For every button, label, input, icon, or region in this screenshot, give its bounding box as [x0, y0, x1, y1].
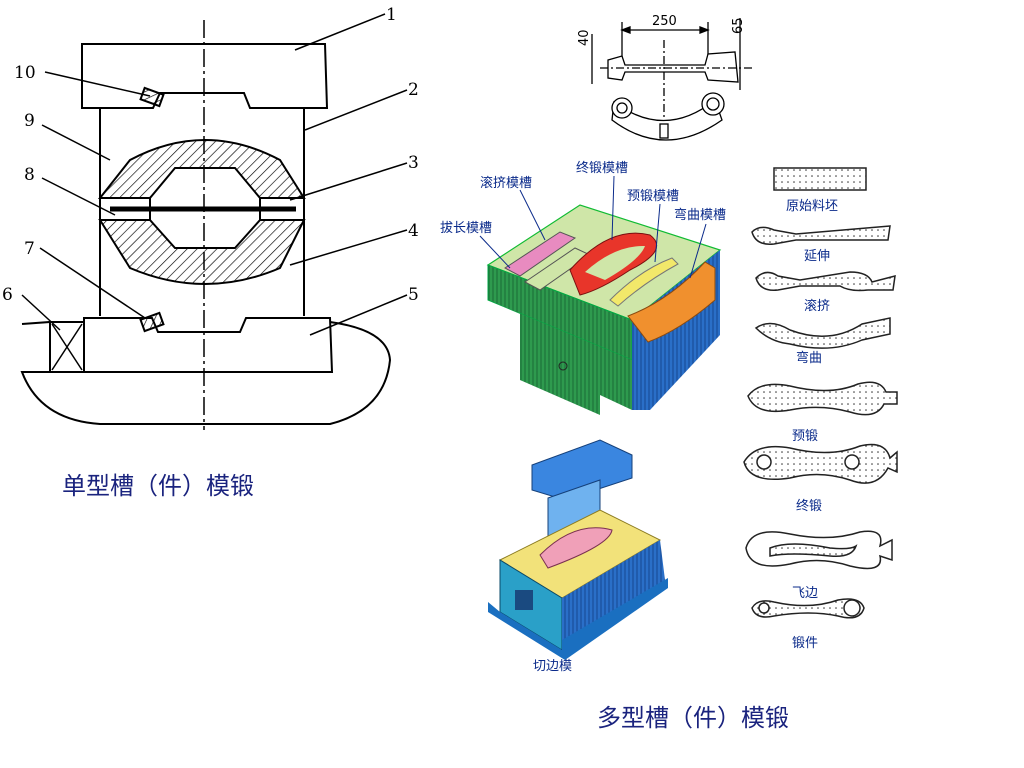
leader-lines	[21, 13, 408, 336]
part-label-7: 7	[24, 239, 35, 259]
part-label-10: 10	[14, 63, 36, 83]
lower-die	[98, 219, 306, 285]
label-finish-cavity: 终锻模槽	[576, 160, 628, 176]
caption-single-cavity: 单型槽（件）模锻	[62, 472, 254, 500]
stage-label-forging: 锻件	[792, 636, 818, 651]
lower-anvil	[83, 317, 334, 373]
multi-cavity-die-block	[486, 204, 722, 415]
key-lower	[139, 311, 165, 333]
stage-shape-roll	[755, 271, 896, 292]
part-label-4: 4	[408, 221, 419, 241]
label-elongate-cavity: 拔长模槽	[440, 221, 492, 236]
dim-length: 250	[652, 14, 677, 29]
label-bend-cavity: 弯曲模槽	[674, 207, 726, 223]
part-label-9: 9	[24, 111, 35, 131]
part-number-labels: 1 2 3 4 5 6 7 8 9 10	[2, 5, 419, 305]
cavity-label-leaders	[479, 175, 707, 279]
stage-shape-bend	[754, 317, 891, 349]
label-preform-cavity: 预锻模槽	[627, 189, 679, 204]
dim-right-height: 65	[731, 17, 746, 34]
stage-shape-forging	[751, 598, 865, 619]
trim-die	[488, 439, 668, 660]
dim-left-height: 40	[577, 29, 592, 46]
stage-label-roll: 滚挤	[804, 298, 830, 314]
part-label-8: 8	[24, 165, 35, 185]
label-roll-cavity: 滚挤模槽	[480, 175, 532, 191]
stage-label-blank: 原始料坯	[786, 199, 838, 214]
stage-label-flash: 飞边	[792, 586, 818, 601]
part-drawing	[591, 18, 752, 141]
stage-labels: 原始料坯 延伸 滚挤 弯曲 预锻 终锻 飞边 锻件	[786, 199, 838, 651]
label-trim-die: 切边模	[533, 659, 572, 674]
part-label-6: 6	[2, 285, 13, 305]
cavity-labels: 滚挤模槽 终锻模槽 预锻模槽 拔长模槽 弯曲模槽	[440, 160, 726, 236]
bend-cavity	[627, 261, 716, 343]
stage-shape-elongate	[751, 225, 891, 245]
stage-shape-preform	[747, 381, 898, 416]
stage-shape-blank	[773, 167, 867, 191]
forging-stages	[743, 167, 898, 619]
part-label-3: 3	[408, 153, 419, 173]
part-label-2: 2	[408, 80, 419, 100]
stage-label-finish: 终锻	[796, 498, 822, 514]
part-label-5: 5	[408, 285, 419, 305]
caption-multi-cavity: 多型槽（件）模锻	[597, 704, 789, 732]
stage-label-preform: 预锻	[792, 429, 818, 444]
stage-label-bend: 弯曲	[796, 350, 822, 366]
part-label-1: 1	[386, 5, 397, 25]
stage-label-elongate: 延伸	[804, 249, 830, 264]
preform-cavity	[609, 257, 679, 307]
stage-shape-finish	[743, 443, 898, 484]
single-cavity-diagram	[20, 20, 392, 430]
anvil-base	[20, 320, 392, 425]
